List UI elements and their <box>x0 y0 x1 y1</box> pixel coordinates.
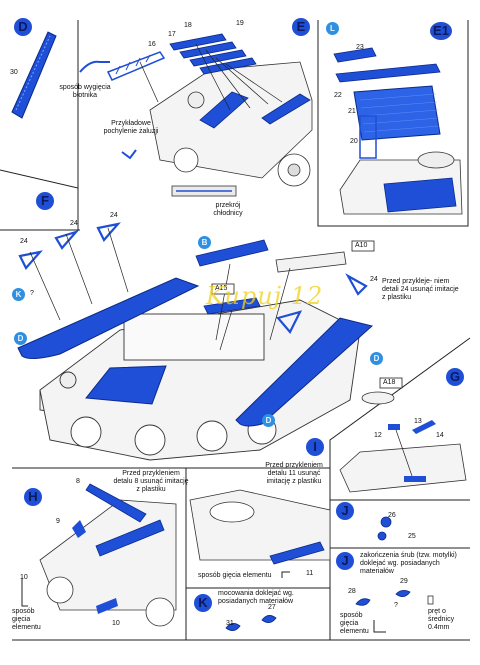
engine-deck-sketch <box>149 61 313 187</box>
marker-e1: E1 <box>430 22 452 40</box>
marker-b: B <box>198 236 211 249</box>
marker-j: J <box>336 502 354 520</box>
callout-a15: A15 <box>215 285 228 292</box>
callout-a10: A10 <box>355 242 368 249</box>
i-bend-note: sposób gięcia elementu <box>198 572 272 579</box>
part-10b-number: 10 <box>112 620 120 627</box>
part-13-number: 13 <box>414 418 422 425</box>
part-30-number: 30 <box>10 69 18 76</box>
part-25-number: 25 <box>408 533 416 540</box>
parts-17-19-louver-slats <box>169 33 257 75</box>
hull-hatch <box>85 365 167 405</box>
part-26-number: 26 <box>388 512 396 519</box>
part-b-grille <box>195 239 269 267</box>
part-deck-grille <box>199 91 311 129</box>
part-27-number: 27 <box>268 604 276 611</box>
part-a10-box <box>275 251 347 273</box>
j-bend-shape <box>373 620 386 633</box>
i-detail <box>189 489 331 578</box>
part-11-removal-note: Przed przykleniem detalu 11 usunąć imita… <box>265 462 323 485</box>
question-mark-f: ? <box>30 290 34 297</box>
part-21-number: 21 <box>348 108 356 115</box>
marker-h: H <box>24 488 42 506</box>
callout-a18: A18 <box>383 379 396 386</box>
part-12-number: 12 <box>374 432 382 439</box>
left-fender <box>17 277 200 360</box>
part-22-frame <box>335 63 441 83</box>
part-8-number: 8 <box>76 478 80 485</box>
marker-d-right: D <box>370 352 383 365</box>
marker-k-f: K <box>12 288 25 301</box>
part-a15-strip <box>203 297 261 315</box>
part-16-number: 16 <box>148 41 156 48</box>
part-20-frame <box>359 115 377 159</box>
part-8-removal-note: Przed przykleniem detalu 8 usunąć imitac… <box>113 470 189 493</box>
fender-bend-profile <box>79 60 110 73</box>
radiator-section-note: przekrój chłodnicy <box>213 202 243 217</box>
part-24c-number: 24 <box>110 212 118 219</box>
part-28-number: 28 <box>348 588 356 595</box>
marker-d: D <box>14 18 32 36</box>
marker-d-front: D <box>262 414 275 427</box>
watermark: Kupuj 12 <box>206 282 324 310</box>
question-mark-j: ? <box>394 602 398 609</box>
marker-e1-small: L <box>326 22 339 35</box>
part-24b-number: 24 <box>70 220 78 227</box>
f-leader-lines <box>29 227 291 351</box>
e1-hull-sketch <box>339 151 463 215</box>
fender-bend-note: sposób wygięcia błotnika <box>59 84 111 99</box>
h-bend-note: sposób gięcia elementu <box>12 608 41 631</box>
radiator-section <box>171 185 237 197</box>
part-23-number: 23 <box>356 44 364 51</box>
marker-e: E <box>292 18 310 36</box>
marker-i: I <box>306 438 324 456</box>
marker-j-small: J <box>336 552 354 570</box>
part-18-number: 18 <box>184 22 192 29</box>
part-23-plate <box>333 47 377 63</box>
louver-arrows <box>139 43 283 111</box>
part-24d-number: 24 <box>370 276 378 283</box>
part-24-removal-note: Przed przykleje- niem detali 24 usunąć i… <box>382 278 459 301</box>
panel-dividers <box>0 20 471 641</box>
j-detail <box>355 516 434 606</box>
louver-tilt-example <box>121 149 137 160</box>
part-9-number: 9 <box>56 518 60 525</box>
louver-tilt-note: Przykładowe pochylenie żaluzji <box>103 120 159 135</box>
part-29-number: 29 <box>400 578 408 585</box>
part-21-mesh <box>353 85 441 141</box>
part-20-number: 20 <box>350 138 358 145</box>
wing-nut-note: zakończenia śrub (tzw. motylki) doklejać… <box>360 552 457 575</box>
mount-note: mocowania doklejać wg. posiadanych mater… <box>218 590 294 605</box>
right-fender <box>235 317 374 427</box>
part-31-number: 31 <box>226 620 234 627</box>
part-10a-number: 10 <box>20 574 28 581</box>
part-14-number: 14 <box>436 432 444 439</box>
k-detail <box>225 615 277 631</box>
part-11-number: 11 <box>306 570 314 577</box>
marker-f: F <box>36 192 54 210</box>
part-30-fender <box>11 31 57 119</box>
marker-k: K <box>194 594 212 612</box>
part-19-number: 19 <box>236 20 244 27</box>
part-24a-number: 24 <box>20 238 28 245</box>
g-detail <box>339 377 467 493</box>
j-bend-note: sposób gięcia elementu <box>340 612 369 635</box>
marker-g: G <box>446 368 464 386</box>
f-callout-boxes <box>211 240 375 295</box>
rod-diameter-note: pręt o średnicy 0.4mm <box>428 608 455 631</box>
marker-d-left: D <box>14 332 27 345</box>
h-detail <box>21 483 177 627</box>
part-17-number: 17 <box>168 31 176 38</box>
part-22-number: 22 <box>334 92 342 99</box>
part-16-louver-frame <box>106 51 166 81</box>
